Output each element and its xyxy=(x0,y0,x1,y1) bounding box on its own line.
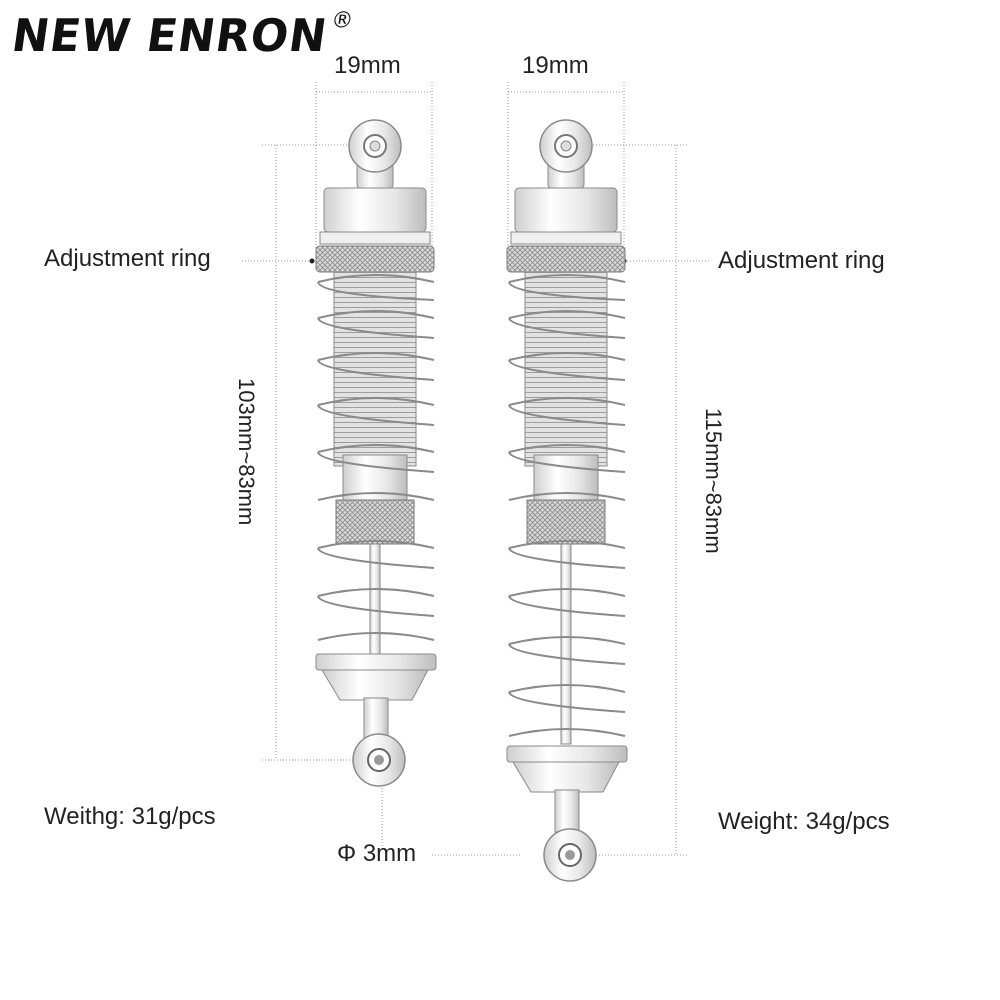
right-ring-label: Adjustment ring xyxy=(718,247,885,274)
left-weight-label: Weithg: 31g/pcs xyxy=(44,803,216,830)
pin-diameter-label: Φ 3mm xyxy=(337,840,417,867)
left-spring xyxy=(317,274,435,641)
left-ring-label: Adjustment ring xyxy=(44,245,211,272)
right-shock xyxy=(506,82,710,882)
right-length-label: 115mm~83mm xyxy=(701,408,726,554)
right-weight-label: Weight: 34g/pcs xyxy=(718,808,890,835)
left-length-label: 103mm~83mm xyxy=(234,378,259,526)
right-spring xyxy=(508,274,626,737)
left-width-label: 19mm xyxy=(334,52,401,79)
left-shock xyxy=(242,82,520,856)
left-ring-pointer xyxy=(309,258,315,264)
right-width-label: 19mm xyxy=(522,52,589,79)
